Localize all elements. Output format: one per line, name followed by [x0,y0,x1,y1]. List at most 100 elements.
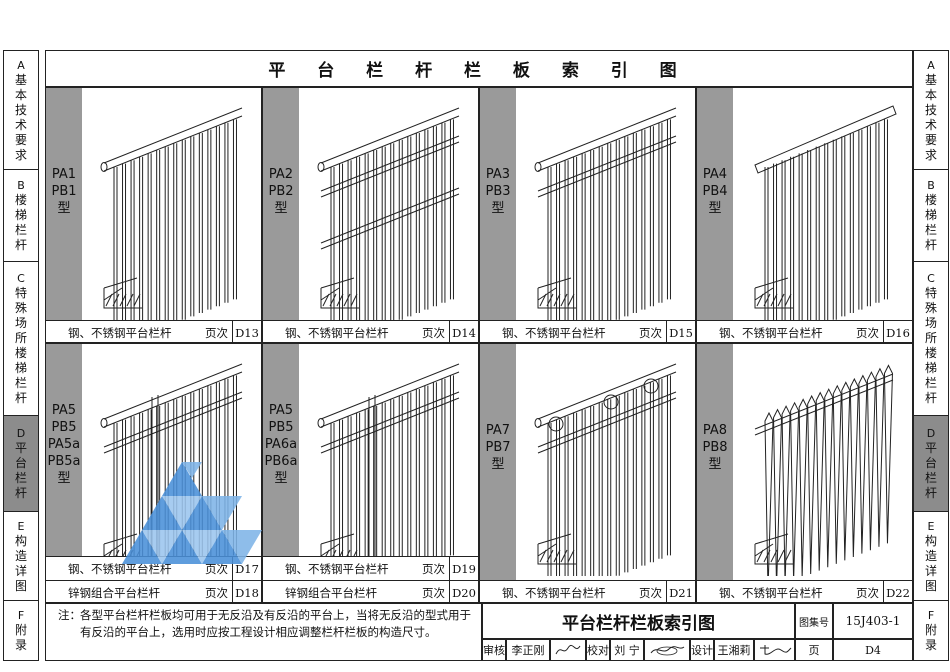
type-code-line: PB3 [485,184,511,199]
caption-name: 钢、不锈钢平台栏杆 [719,585,823,600]
side-tab-letter: C [927,272,935,285]
railing-drawing [100,107,243,320]
page-ref-link[interactable]: D17 [232,557,261,580]
designer-signature [754,639,795,661]
type-code-line: 型 [708,457,722,472]
caption-name: 钢、不锈钢平台栏杆 [502,585,606,600]
page-ref-label: 页次 [639,585,662,600]
type-code-line: 型 [491,457,505,472]
side-tab-letter: D [16,427,26,440]
atlas-no: 15J403-1 [833,603,913,639]
designer: 王湘莉 [714,639,754,661]
page-ref-link[interactable]: D22 [883,581,912,602]
page-ref-label: 页次 [422,325,445,340]
page-ref-link[interactable]: D13 [232,321,261,342]
type-code-line: PA3 [485,167,511,182]
side-tab-letter: F [927,609,935,622]
footnote: 注： 各型平台栏杆栏板均可用于无反沿及有反沿的平台上，当将无反沿的型式用于有反沿… [45,603,482,661]
railing-drawing [534,107,677,320]
cell-caption: 钢、不锈钢平台栏杆 页次 D21 [480,580,695,602]
page-ref-link[interactable]: D20 [449,581,478,602]
check-label: 校对 [586,639,610,661]
code-band [46,88,82,342]
side-tab-label: 楼梯栏杆 [14,193,27,252]
type-code-line: PA5 [268,403,294,418]
side-tab-label: 平台栏杆 [14,441,27,500]
railing-drawing [754,364,894,576]
side-tab-label: 基本技术要求 [14,72,27,162]
page-ref-link[interactable]: D21 [666,581,695,602]
type-code-line: PB2 [268,184,294,199]
type-code-line: PB7 [485,440,511,455]
caption-name: 钢、不锈钢平台栏杆 [68,325,172,340]
type-code-line: 型 [57,201,71,216]
type-code-line: PA8 [702,423,728,438]
signature-mark [650,646,685,656]
code-band [697,344,733,602]
type-code-line: 型 [274,201,288,216]
checker-signature [644,639,690,661]
side-tab-letter: B [927,179,935,192]
railing-drawing [534,363,677,576]
side-tab-label: 附录 [14,623,27,652]
side-tab-label: 构造详图 [14,533,27,593]
atlas-no-label: 图集号 [795,603,833,639]
railing-drawing [754,105,897,320]
caption-name: 钢、不锈钢平台栏杆 [68,561,172,576]
railing-drawing [317,107,460,320]
page-ref-link[interactable]: D15 [666,321,695,342]
type-code-line: PB1 [51,184,77,199]
type-code-line: PA6a [264,437,298,452]
signature-mark [555,644,581,655]
code-band [697,88,733,342]
side-tab-letter: D [926,427,936,440]
page-ref-link[interactable]: D14 [449,321,478,342]
caption-name: 钢、不锈钢平台栏杆 [719,325,823,340]
side-tab-label: 平台栏杆 [924,441,937,500]
review-label: 审核 [482,639,506,661]
page-ref-link[interactable]: D19 [449,557,478,580]
page-ref-link[interactable]: D16 [883,321,912,342]
code-band [263,88,299,342]
side-tab-letter: E [17,519,25,533]
caption-name: 锌钢组合平台栏杆 [285,585,377,600]
type-code-line: PB5a [47,454,81,469]
side-tab-letter: B [17,179,25,192]
design-label: 设计 [690,639,714,661]
page-ref-link[interactable]: D18 [232,581,261,602]
type-code-line: 型 [491,201,505,216]
triangle-watermark-logo [122,462,262,564]
railing-drawing [317,363,460,576]
side-tab-letter: A [927,58,935,72]
side-tab-label: 基本技术要求 [924,72,937,162]
